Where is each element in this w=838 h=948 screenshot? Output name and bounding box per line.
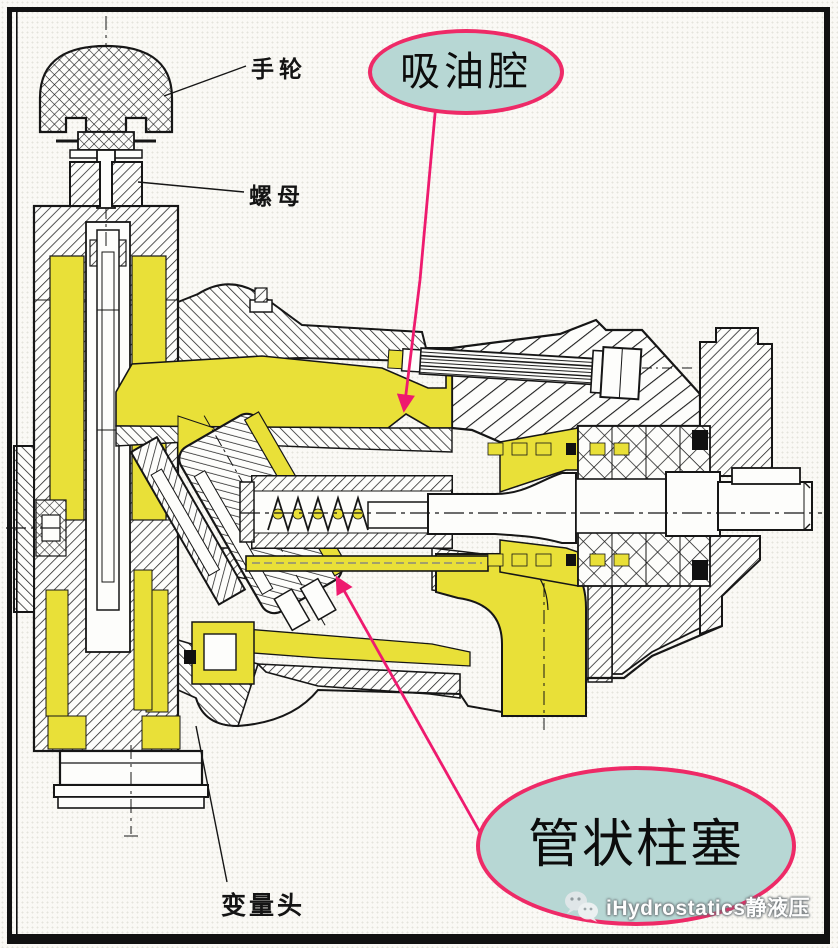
tubular-plunger-label: 管状柱塞	[527, 817, 744, 874]
handwheel-label: 手轮	[251, 57, 307, 82]
adjusting-bolt	[387, 345, 696, 401]
wechat-icon	[565, 891, 598, 922]
bearing-blocks	[487, 425, 711, 587]
plunger-arrow	[335, 575, 502, 869]
variable-head-cap	[53, 745, 209, 837]
suction-chamber-label: 吸油腔	[400, 49, 532, 94]
nut-label: 螺母	[249, 184, 305, 209]
variable-head-label: 变量头	[221, 893, 306, 920]
watermark: iHydrostatics静液压	[562, 889, 810, 925]
suction-arrow	[396, 91, 439, 413]
leader-lines	[137, 65, 247, 883]
plunger-assembly	[239, 475, 489, 572]
watermark-text: iHydrostatics静液压	[606, 897, 811, 920]
suction-chamber-callout: 吸油腔	[368, 29, 564, 115]
tubular-plunger-callout: 管状柱塞	[476, 766, 796, 926]
figure-frame	[7, 7, 830, 944]
callout-arrows	[335, 91, 502, 869]
handwheel-assembly	[38, 16, 174, 250]
drive-shaft	[6, 467, 822, 544]
